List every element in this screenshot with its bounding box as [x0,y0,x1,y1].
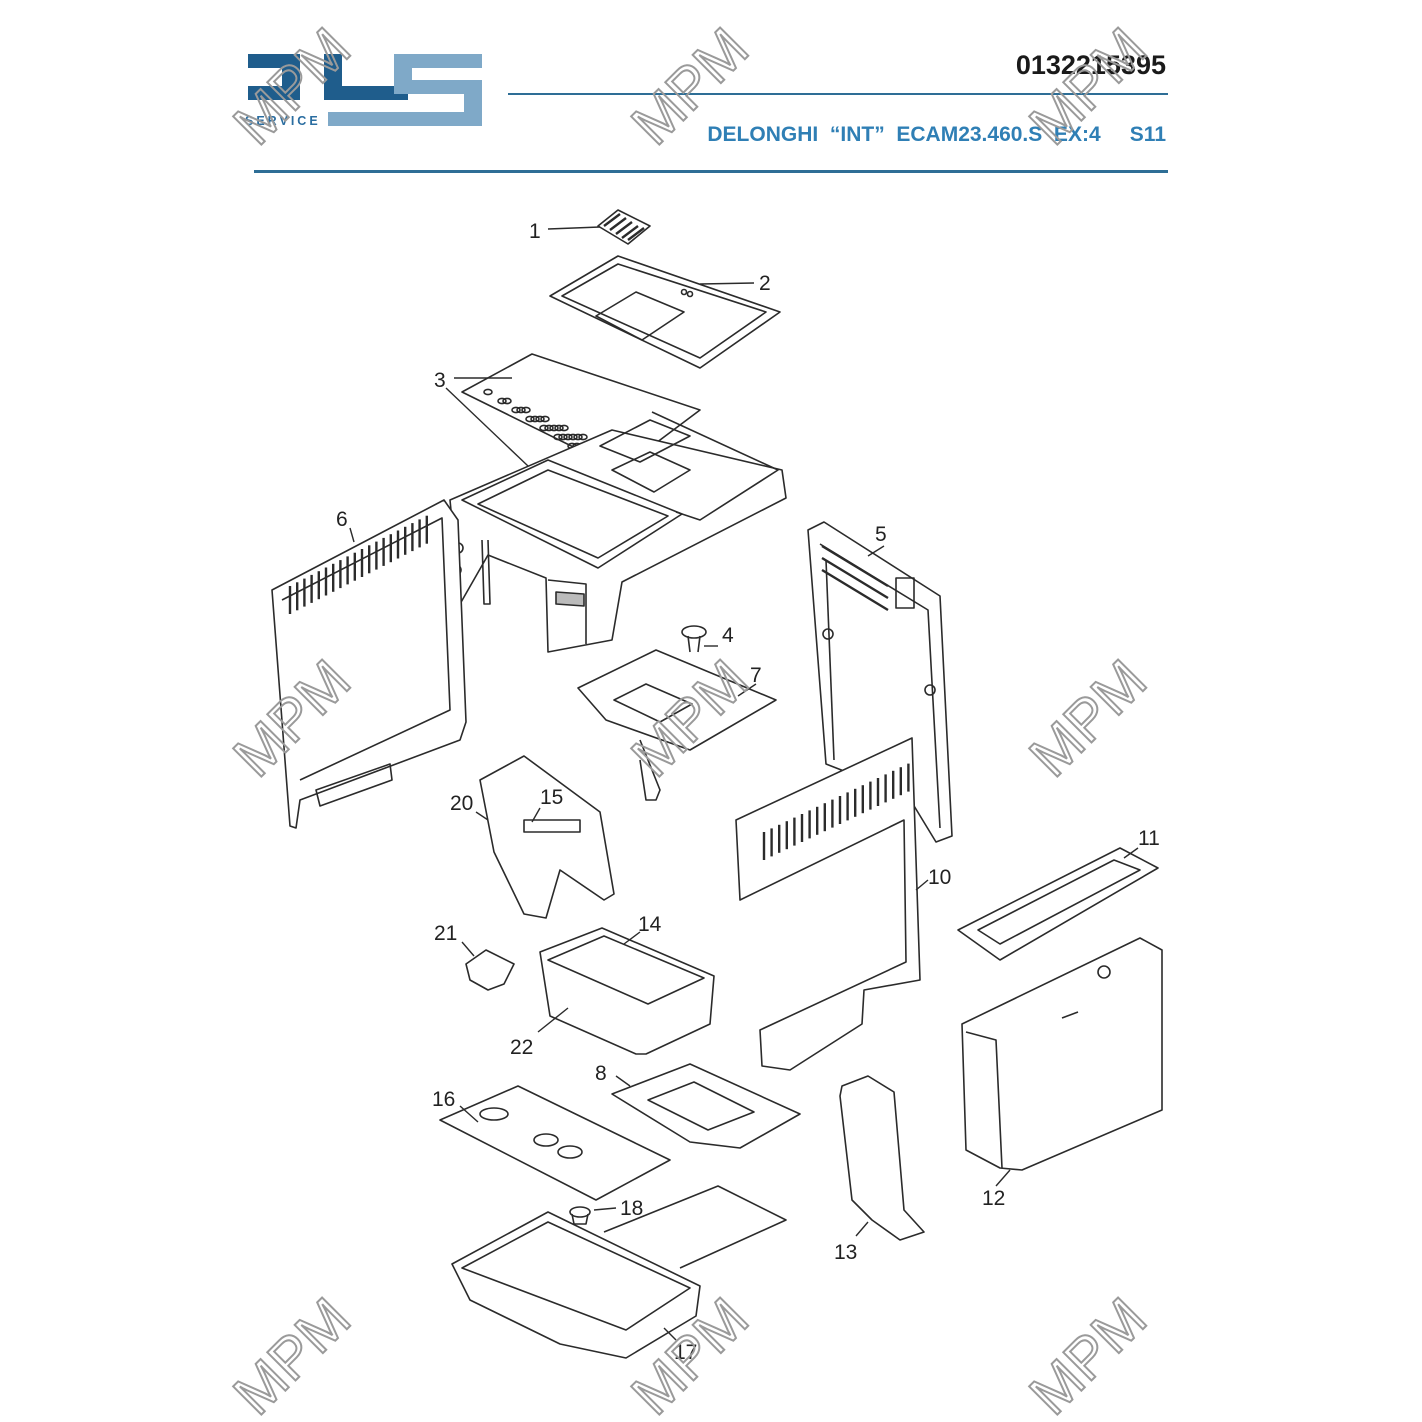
part-12-water-tank [961,937,1163,1171]
perforation-hole [563,433,573,441]
part-22-grounds-container [539,927,715,1055]
perforation-hole [568,433,578,441]
callout-14: 14 [638,913,662,936]
vent-slot [821,568,889,612]
callout-6: 6 [336,508,348,531]
header-rule-top [508,93,1168,95]
model-line: DELONGHI “INT” ECAM23.460.S EX:4 S11 [707,123,1166,146]
callout-10: 10 [928,866,951,889]
perforation-hole [578,433,588,441]
callout-13: 13 [834,1241,857,1264]
callout-15: 15 [540,786,563,809]
part-code: 0132215395 [1015,50,1166,80]
watermark-text: MPM [1017,16,1159,158]
header-rule-bottom [254,170,1168,173]
part-21-clip [465,949,515,991]
perforation-hole [540,415,550,423]
perforation-hole [554,424,564,432]
leader-lines [349,226,1139,1341]
perforation-hole [558,433,568,441]
watermark-text: MPM [619,16,761,158]
watermark-text: MPM [1017,1286,1159,1422]
perforation-hole [521,406,531,414]
part-20-front-shroud [479,755,615,919]
callout-16: 16 [432,1088,455,1111]
watermark-text: MPM [221,16,363,158]
vent-slot [821,544,889,588]
perforation-hole [559,424,569,432]
part-13-side-trim [839,1075,925,1241]
upper-body-housing [449,411,787,653]
part-18-valve [569,1206,591,1225]
callout-17: 17 [674,1341,697,1364]
part-1-grille [597,209,651,245]
callout-labels: 1 2 3 4 5 6 7 8 10 11 12 13 14 15 16 17 … [336,220,1160,1364]
part-5-rear-frame [807,521,953,843]
perforation-hole [511,406,521,414]
perforation-hole [553,433,563,441]
perforation-hole [544,424,554,432]
perforation-hole [525,415,535,423]
part-17-base-tray [451,1185,787,1359]
callout-12: 12 [982,1187,1005,1210]
callout-5: 5 [875,523,887,546]
callout-18: 18 [620,1197,643,1220]
perforation-hole [539,424,549,432]
perforation-hole [530,415,540,423]
perforation-hole [549,424,559,432]
callout-3: 3 [434,369,446,392]
part-2-lid [549,255,781,369]
part-16-drip-plate [439,1085,671,1201]
part-11-tray-cover [957,847,1159,961]
callout-21: 21 [434,922,457,945]
part-8-tray-frame [611,1063,801,1149]
callout-2: 2 [759,272,771,295]
part-4-knob [681,625,707,653]
part-7-funnel-tray [577,649,777,801]
perforation-hole [573,433,583,441]
callout-1: 1 [529,220,541,243]
callout-20: 20 [450,792,473,815]
callout-4: 4 [722,624,734,647]
callout-11: 11 [1138,827,1160,850]
callout-7: 7 [750,664,762,687]
perforation-hole [502,397,512,405]
callout-8: 8 [595,1062,607,1085]
perforation-hole [497,397,507,405]
perforation-hole [516,406,526,414]
watermark-text: MPM [221,1286,363,1422]
vent-slot [821,556,889,600]
part-10-front-panel [735,737,921,1071]
logo-service-text: SERVICE [245,114,321,128]
callout-22: 22 [510,1036,533,1059]
part-6-side-panel [271,499,467,829]
watermark-text: MPM [1017,648,1159,790]
jls-logo [248,54,482,126]
perforation-hole [535,415,545,423]
perforation-hole [483,388,493,396]
